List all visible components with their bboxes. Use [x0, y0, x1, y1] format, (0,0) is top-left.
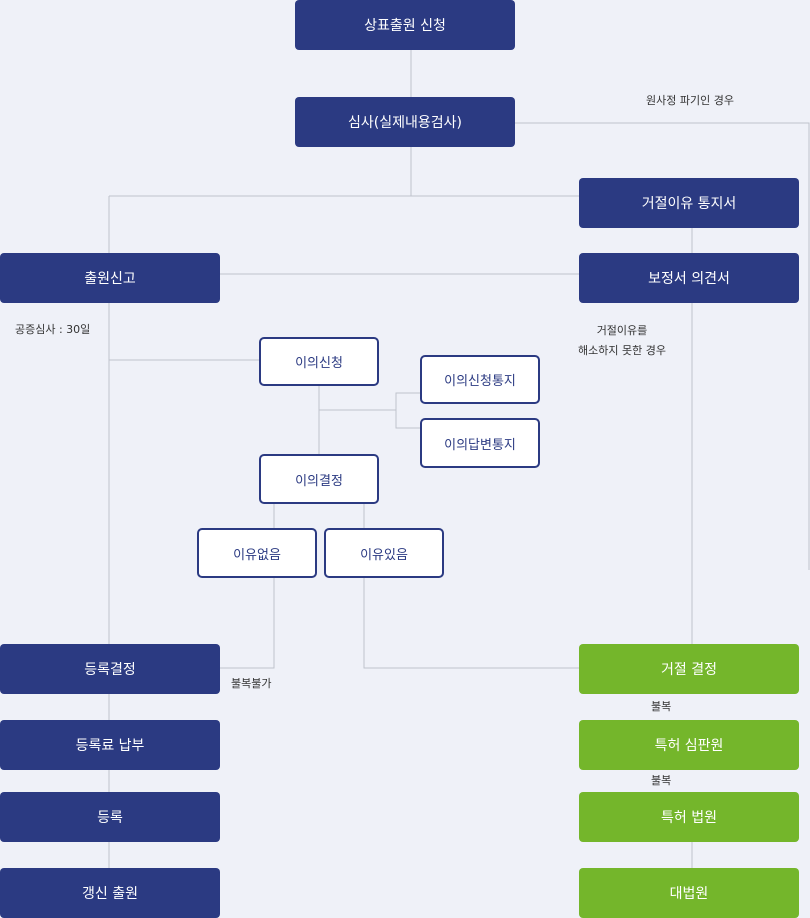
node-opposition-notice: 이의신청통지 [420, 355, 540, 404]
node-registration-decision: 등록결정 [0, 644, 220, 694]
node-opposition: 이의신청 [259, 337, 379, 386]
connector [395, 392, 421, 429]
note-appeal-1: 불복 [651, 700, 672, 713]
node-grounds: 이유있음 [324, 528, 444, 578]
node-supreme-court: 대법원 [579, 868, 799, 918]
node-no-grounds: 이유없음 [197, 528, 317, 578]
node-patent-court: 특허 법원 [579, 792, 799, 842]
connector [220, 578, 275, 669]
note-unresolved-line1: 거절이유를 [596, 324, 648, 337]
node-rejection-decision: 거절 결정 [579, 644, 799, 694]
note-unresolved: 거절이유를 해소하지 못한 경우 [562, 321, 682, 361]
note-appeal-2: 불복 [651, 774, 672, 787]
node-amendment: 보정서 의견서 [579, 253, 799, 303]
node-examination: 심사(실제내용검사) [295, 97, 515, 147]
node-registration: 등록 [0, 792, 220, 842]
node-renewal: 갱신 출원 [0, 868, 220, 918]
node-publication: 출원신고 [0, 253, 220, 303]
node-application: 상표출원 신청 [295, 0, 515, 50]
note-no-appeal: 불복불가 [231, 677, 272, 690]
node-opposition-reply-notice: 이의답변통지 [420, 418, 540, 468]
node-patent-tribunal: 특허 심판원 [579, 720, 799, 770]
connector [515, 122, 810, 570]
note-public-review: 공증심사 : 30일 [15, 323, 91, 336]
node-fee-payment: 등록료 납부 [0, 720, 220, 770]
node-rejection-notice: 거절이유 통지서 [579, 178, 799, 228]
note-no-rejection-reason: 원사정 파기인 경우 [646, 94, 734, 107]
note-unresolved-line2: 해소하지 못한 경우 [578, 344, 666, 357]
connector [363, 578, 579, 669]
node-opposition-decision: 이의결정 [259, 454, 379, 504]
